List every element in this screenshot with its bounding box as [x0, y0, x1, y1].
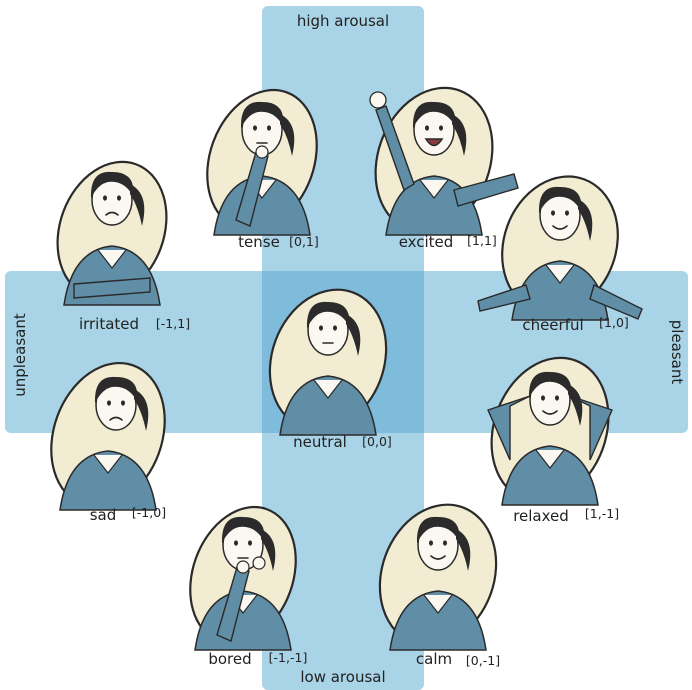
coord-label-excited: [1,1]: [467, 233, 497, 248]
axis-label-bottom: low arousal: [300, 668, 385, 686]
emotion-label-calm: calm: [416, 650, 452, 668]
coord-label-relaxed: [1,-1]: [585, 506, 619, 521]
coord-label-calm: [0,-1]: [466, 653, 500, 668]
axis-label-top: high arousal: [297, 12, 389, 30]
emotion-label-relaxed: relaxed: [513, 507, 569, 525]
emotion-label-excited: excited: [399, 233, 454, 251]
emotion-label-neutral: neutral: [293, 433, 347, 451]
coord-label-cheerful: [1,0]: [599, 315, 629, 330]
coord-label-sad: [-1,0]: [132, 505, 166, 520]
coord-label-tense: [0,1]: [289, 234, 319, 249]
coord-label-neutral: [0,0]: [362, 434, 392, 449]
axis-label-right: pleasant: [668, 320, 686, 385]
emotion-label-bored: bored: [208, 650, 251, 668]
emotion-label-irritated: irritated: [79, 315, 139, 333]
emotion-label-sad: sad: [90, 506, 117, 524]
coord-label-irritated: [-1,1]: [156, 316, 190, 331]
emotion-label-cheerful: cheerful: [522, 316, 583, 334]
emotion-label-tense: tense: [238, 233, 280, 251]
coord-label-bored: [-1,-1]: [269, 650, 308, 665]
axis-label-left: unpleasant: [11, 313, 29, 397]
